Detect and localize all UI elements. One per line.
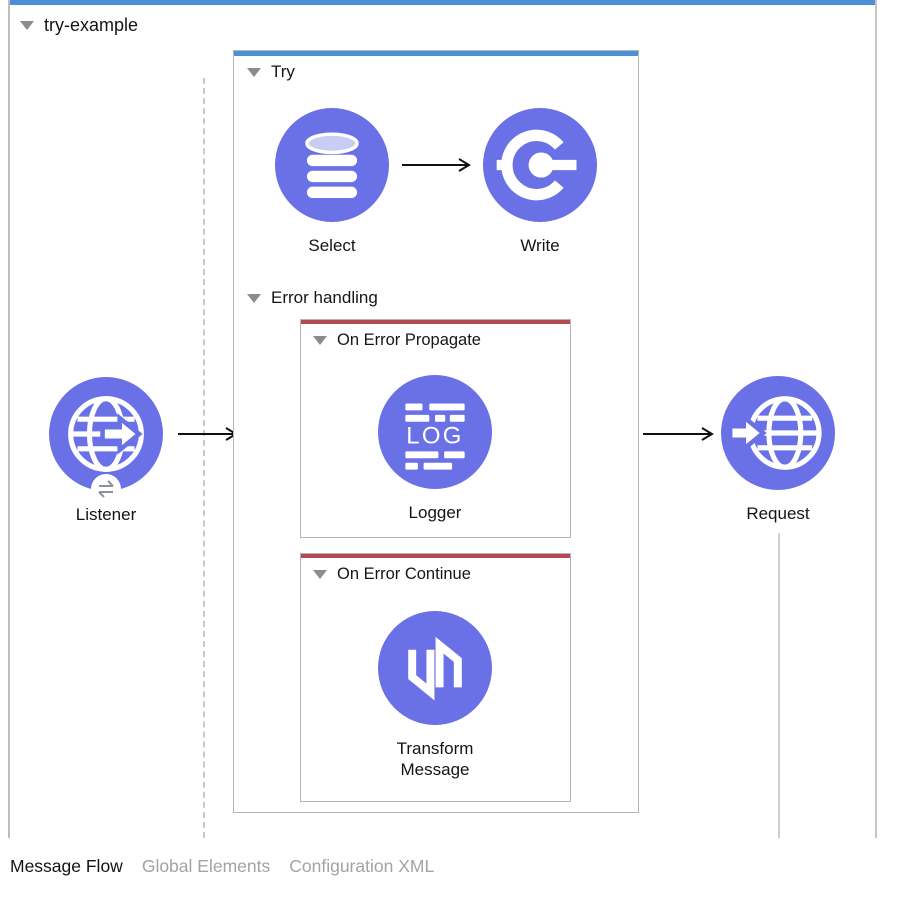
try-scope-header: Try (247, 62, 295, 82)
dataweave-icon[interactable] (378, 611, 492, 725)
http-listener-icon[interactable] (49, 377, 163, 504)
http-request-icon[interactable] (721, 376, 835, 490)
database-icon[interactable] (275, 108, 389, 222)
source-process-divider (203, 78, 205, 838)
tab-message-flow[interactable]: Message Flow (10, 856, 123, 876)
request-connector-line (778, 533, 780, 838)
logger-icon-text: LOG (406, 422, 463, 449)
collapse-triangle-icon[interactable] (20, 21, 34, 30)
node-label: Select (308, 236, 356, 255)
editor-tab-bar: Message Flow Global Elements Configurati… (10, 856, 434, 877)
write-connector-icon[interactable] (483, 108, 597, 222)
flow-container[interactable] (8, 0, 877, 838)
collapse-triangle-icon[interactable] (247, 293, 261, 303)
error-scope-accent-bar (301, 554, 570, 558)
flow-arrow (178, 427, 238, 441)
logger-icon[interactable]: LOG (378, 375, 492, 489)
transform-message-node[interactable]: Transform Message (378, 611, 492, 781)
flow-title: try-example (44, 15, 139, 35)
flow-header: try-example (20, 15, 138, 36)
on-error-propagate-label: On Error Propagate (337, 331, 481, 349)
tab-configuration-xml[interactable]: Configuration XML (289, 856, 435, 876)
flow-arrow (402, 158, 471, 172)
node-label: Write (520, 236, 560, 255)
error-handling-label: Error handling (271, 288, 378, 307)
error-handling-header: Error handling (247, 288, 378, 308)
error-scope-accent-bar (301, 320, 570, 324)
exchange-badge-icon (91, 474, 121, 504)
node-label: Listener (75, 505, 137, 524)
node-label: Transform Message (396, 739, 474, 780)
collapse-triangle-icon[interactable] (313, 570, 327, 579)
on-error-continue-header: On Error Continue (313, 565, 471, 584)
on-error-continue-label: On Error Continue (337, 565, 471, 583)
listener-node[interactable]: Listener (49, 377, 163, 525)
on-error-propagate-header: On Error Propagate (313, 331, 481, 350)
db-select-node[interactable]: Select (275, 108, 389, 256)
collapse-triangle-icon[interactable] (313, 336, 327, 345)
try-scope-accent-bar (234, 51, 638, 56)
node-label: Request (746, 504, 810, 523)
logger-node[interactable]: LOG Logger (378, 375, 492, 523)
http-request-node[interactable]: Request (721, 376, 835, 524)
collapse-triangle-icon[interactable] (247, 67, 261, 77)
flow-accent-bar (10, 0, 875, 5)
tab-global-elements[interactable]: Global Elements (141, 856, 271, 876)
flow-arrow (643, 427, 714, 441)
file-write-node[interactable]: Write (483, 108, 597, 256)
try-scope-label: Try (271, 62, 295, 81)
node-label: Logger (408, 503, 462, 522)
